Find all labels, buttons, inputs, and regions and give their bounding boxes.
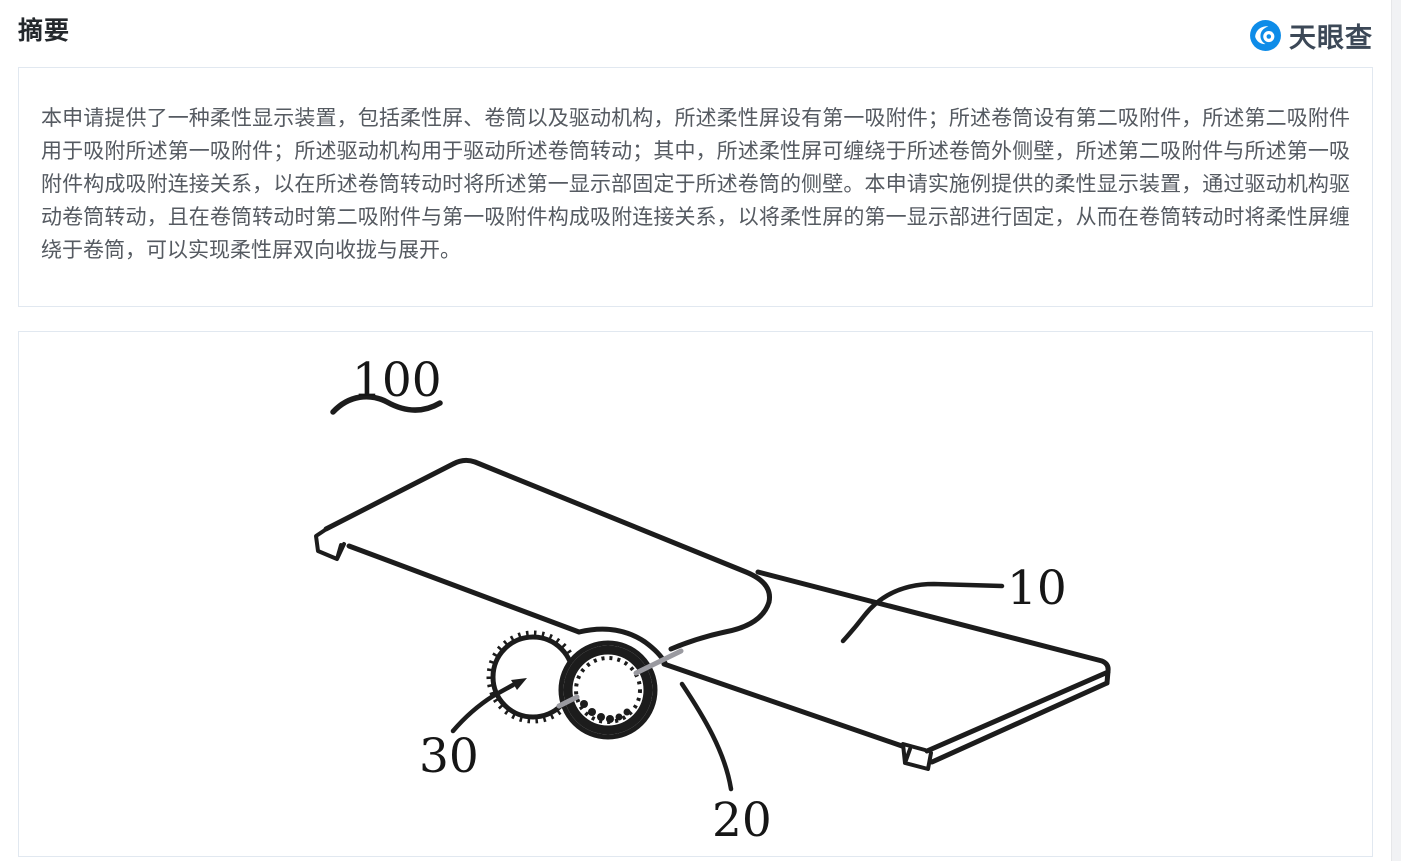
leader-arrowhead-30	[511, 678, 527, 690]
leader-line-20	[679, 681, 734, 792]
screen-left-tab	[314, 528, 346, 561]
flexible-screen-outline	[314, 457, 1111, 771]
leader-line-30	[450, 682, 516, 734]
roller-20-shape	[558, 640, 658, 740]
abstract-text: 本申请提供了一种柔性显示装置，包括柔性屏、卷筒以及驱动机构，所述柔性屏设有第一吸…	[41, 107, 1350, 262]
screen-right-thickness-edges	[924, 669, 1111, 765]
page-header: 摘要 天眼查	[0, 0, 1401, 67]
leader-line-10	[840, 581, 1005, 644]
figure-label-10: 10	[1007, 561, 1067, 616]
figure-label-100: 100	[352, 353, 442, 408]
figure-label-30: 30	[419, 729, 479, 784]
brand-name: 天眼查	[1289, 23, 1373, 53]
patent-figure-svg: 100 10 30 20	[314, 353, 1111, 848]
screen-wrap-curves	[576, 599, 905, 749]
screen-wrap-arc	[576, 626, 668, 666]
brand-logo[interactable]: 天眼查	[1249, 16, 1373, 55]
page-title: 摘要	[18, 17, 71, 45]
tianyancha-eye-icon	[1249, 19, 1282, 52]
page-right-edge	[1391, 0, 1401, 861]
screen-left-far-edge	[323, 457, 773, 605]
abstract-card: 本申请提供了一种柔性显示装置，包括柔性屏、卷筒以及驱动机构，所述柔性屏设有第一吸…	[18, 67, 1373, 307]
leader-line-100	[330, 393, 443, 415]
screen-bend-hook	[668, 599, 772, 652]
roller-axle-line	[556, 648, 684, 709]
figure-label-20: 20	[712, 793, 772, 848]
screen-right-tab	[901, 742, 933, 771]
leader-lines	[330, 393, 1005, 792]
figure-card: 100 10 30 20	[18, 331, 1373, 857]
screen-right-near-edge	[661, 661, 905, 749]
screen-left-near-edge	[346, 543, 582, 635]
roller-inner-dots	[580, 700, 631, 723]
